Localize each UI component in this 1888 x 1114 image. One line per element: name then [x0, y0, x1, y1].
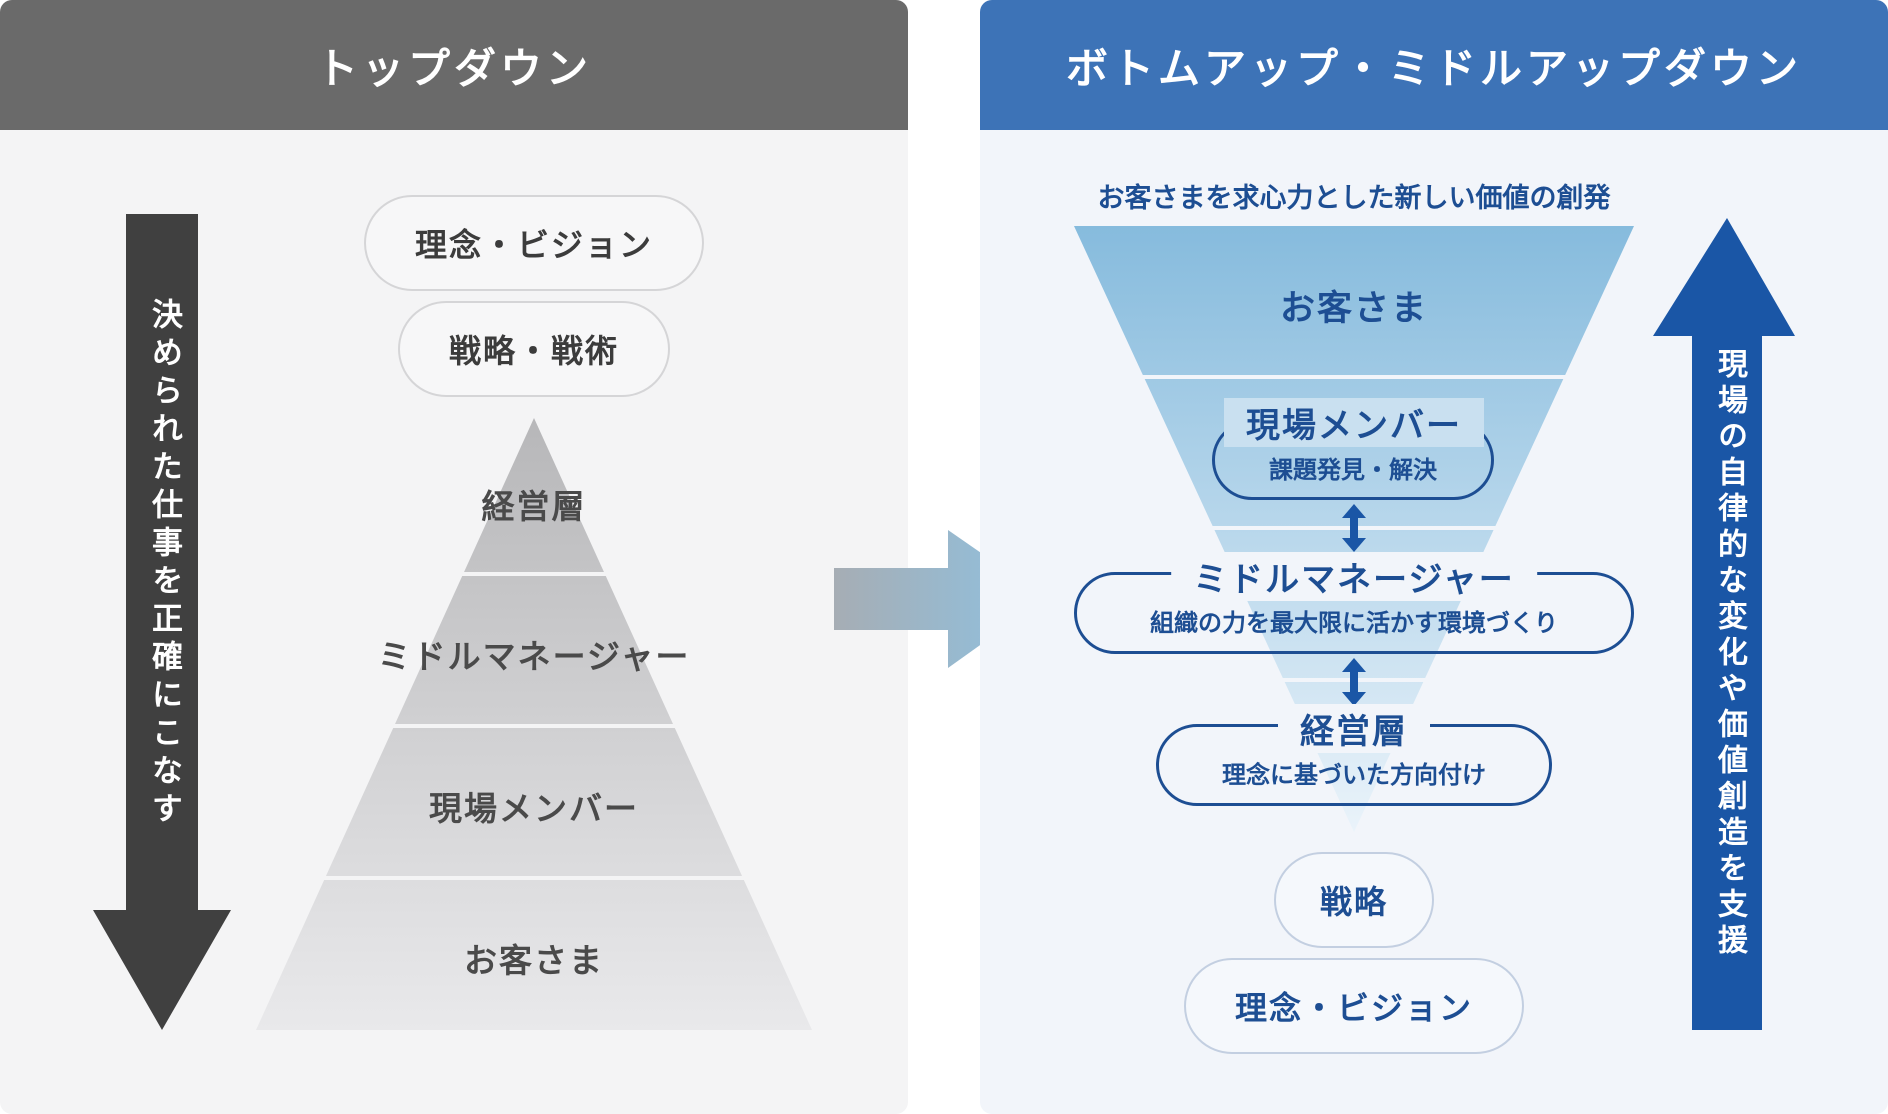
strategy-pill: 戦略・戦術	[398, 301, 670, 397]
pyramid-level-executive: 経営層	[481, 487, 587, 526]
up-arrow	[1653, 218, 1795, 1030]
bottom-up-panel: ボトムアップ・ミドルアップダウン お客さまを求心力とした新しい価値の創発 お客さ…	[980, 0, 1888, 1114]
left-graphics	[93, 214, 880, 1030]
level-desc-staff: 課題発見・解決	[1269, 455, 1437, 484]
top-down-panel: トップダウン 理念・ビジョン 戦略・戦術 決められた仕事を正確にこなす 経営層 …	[0, 0, 908, 1114]
bottom-up-header: ボトムアップ・ミドルアップダウン	[980, 0, 1888, 130]
up-arrow-label: 現場の自律的な変化や価値創造を支援	[1712, 348, 1747, 960]
pyramid-level-staff: 現場メンバー	[429, 789, 639, 828]
level-title-staff: 現場メンバー	[1224, 398, 1484, 447]
funnel-caption: お客さまを求心力とした新しい価値の創発	[1097, 183, 1611, 214]
right-graphics	[1040, 218, 1795, 1030]
double-arrow-icon	[1342, 504, 1366, 552]
level-box-executive: 理念に基づいた方向付け	[1156, 724, 1552, 806]
vision-pill: 理念・ビジョン	[364, 195, 704, 291]
vision-pill: 理念・ビジョン	[1184, 958, 1524, 1054]
level-title-middle-manager: ミドルマネージャー	[1171, 552, 1537, 601]
level-desc-executive: 理念に基づいた方向付け	[1222, 760, 1486, 789]
level-desc-middle-manager: 組織の力を最大限に活かす環境づくり	[1150, 608, 1558, 637]
double-arrow-icon	[1342, 658, 1366, 706]
pyramid-level-customer: お客さま	[464, 941, 604, 980]
funnel-top-customer: お客さま	[1279, 289, 1429, 329]
down-arrow	[93, 214, 231, 1030]
strategy-pill: 戦略	[1274, 852, 1434, 948]
level-title-executive: 経営層	[1278, 704, 1430, 753]
top-down-header: トップダウン	[0, 0, 908, 130]
pyramid-level-middle-manager: ミドルマネージャー	[377, 637, 691, 676]
down-arrow-label: 決められた仕事を正確にこなす	[146, 298, 182, 830]
